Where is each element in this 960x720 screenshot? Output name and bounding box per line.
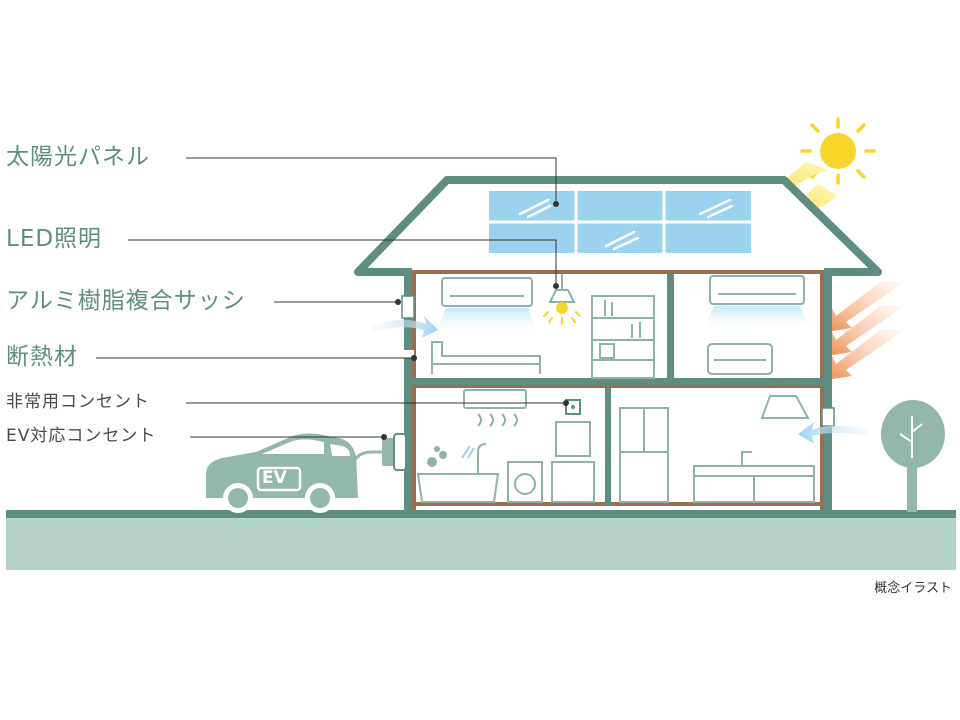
label-insulation: 断熱材 — [6, 344, 78, 370]
label-aluminum-resin-sash: アルミ樹脂複合サッシ — [6, 288, 246, 314]
ground-strip — [6, 510, 956, 518]
breeze-arrows — [372, 316, 868, 444]
tree-icon — [881, 400, 945, 512]
bath-bubbles — [427, 445, 475, 467]
ev-car-icon — [206, 433, 358, 513]
charging-cable — [350, 433, 407, 479]
label-solar-panel: 太陽光パネル — [6, 144, 150, 170]
upstairs-left-room — [431, 277, 655, 379]
heat-arrows — [826, 282, 904, 380]
solar-panel-array — [489, 191, 751, 253]
led-lamp-icon — [543, 274, 581, 325]
label-ev-outlet: EV対応コンセント — [6, 426, 157, 446]
label-emergency-outlet: 非常用コンセント — [6, 392, 150, 412]
upstairs-right-room — [702, 275, 812, 375]
label-led-lighting: LED照明 — [6, 226, 103, 252]
downstairs-right-room — [619, 395, 815, 503]
sun-icon — [800, 117, 876, 185]
concept-caption: 概念イラスト — [874, 581, 952, 596]
ground — [6, 518, 956, 570]
leader-lines — [96, 157, 569, 440]
car-badge: EV — [262, 468, 287, 488]
